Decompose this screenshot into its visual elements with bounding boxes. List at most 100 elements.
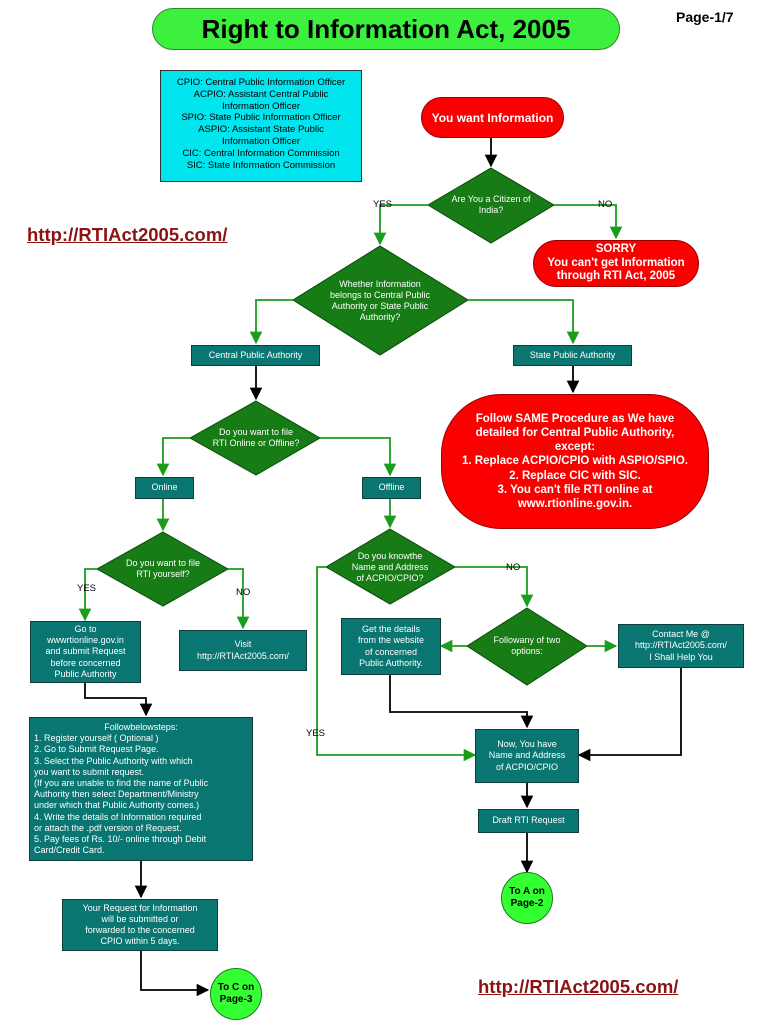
know-question-line: Do you knowthe	[357, 550, 423, 561]
yourself-question: Do you want to file RTI yourself?	[107, 555, 219, 583]
goto-line: and submit Request	[45, 646, 126, 657]
website-link-bottom[interactable]: http://RTIAct2005.com/	[478, 976, 679, 997]
know-question-line: Name and Address	[351, 561, 429, 572]
yourself-question-line: Do you want to file	[125, 558, 201, 568]
same-procedure-line: 1. Replace ACPIO/CPIO with ASPIO/SPIO.	[461, 455, 688, 468]
know-question-line: of ACPIO/CPIO?	[356, 572, 424, 583]
details-line: from the website	[357, 635, 425, 646]
visit-line: http://RTIAct2005.com/	[197, 650, 289, 661]
step-line: you want to submit request.	[34, 766, 145, 777]
contact-line: http://RTIAct2005.com/	[635, 640, 727, 651]
connector-submitted-toc	[140, 951, 210, 997]
offline-box: Offline	[362, 477, 421, 499]
step-line: 1. Register yourself ( Optional )	[34, 733, 159, 744]
belongs-question-line: Whether Information	[339, 279, 421, 289]
connector-know-no	[455, 566, 534, 608]
online-box: Online	[135, 477, 194, 499]
legend-line: ACPIO: Assistant Central Public	[193, 88, 329, 100]
legend-line: CPIO: Central Public Information Officer	[176, 77, 346, 88]
to-a-page-2-connector[interactable]: To A on Page-2	[501, 872, 553, 924]
yourself-decision-diamond	[95, 531, 230, 607]
to-c-line: To C on	[217, 982, 255, 993]
citizen-decision-diamond	[427, 167, 555, 244]
goto-line: Go to	[74, 624, 97, 634]
belongs-question: Whether Information belongs to Central P…	[305, 277, 455, 325]
submitted-line: forwarded to the concerned	[85, 925, 195, 935]
citizen-question-line: India?	[478, 205, 504, 215]
page-title: Right to Information Act, 2005	[152, 8, 620, 50]
follow-any-question: Followany of two options:	[477, 634, 577, 658]
details-line: Public Authority.	[359, 657, 423, 668]
step-line: 4. Write the details of Information requ…	[34, 811, 202, 822]
contact-me-box: Contact Me @ http://RTIAct2005.com/ I Sh…	[618, 624, 744, 668]
contact-line: Contact Me @	[652, 629, 710, 640]
yes-label: YES	[306, 728, 326, 739]
file-mode-question-line: RTI Online or Offline?	[212, 438, 300, 448]
visit-site-box: Visit http://RTIAct2005.com/	[179, 630, 307, 671]
connector-details-now	[389, 675, 534, 729]
file-mode-question: Do you want to file RTI Online or Offlin…	[200, 424, 312, 452]
step-line: (If you are unable to find the name of P…	[34, 778, 209, 789]
same-procedure-line: detailed for Central Public Authority,	[475, 426, 675, 439]
central-authority-box: Central Public Authority	[191, 345, 320, 366]
same-procedure-line: except:	[554, 441, 596, 454]
page-number: Page-1/7	[676, 9, 734, 25]
no-label: NO	[506, 562, 521, 573]
legend-line: Information Officer	[222, 135, 300, 147]
connector-to-online	[156, 437, 190, 477]
connector-yourself-yes	[78, 568, 97, 622]
no-label: NO	[236, 587, 251, 598]
goto-line: before concerned	[50, 657, 121, 668]
website-link-top[interactable]: http://RTIAct2005.com/	[27, 224, 228, 245]
to-a-line: To A on	[509, 886, 545, 897]
step-line: under which that Public Authority comes.…	[34, 800, 200, 811]
connector-to-offline	[320, 437, 397, 477]
abbreviation-legend: CPIO: Central Public Information Officer…	[160, 70, 362, 182]
contact-line: I Shall Help You	[649, 651, 713, 662]
get-details-box: Get the details from the website of conc…	[341, 618, 441, 675]
know-decision-diamond	[325, 528, 457, 605]
legend-line: CIC: Central Information Commission	[182, 147, 340, 159]
now-line: Now, You have	[497, 739, 557, 750]
legend-line: Information Officer	[222, 100, 300, 112]
connector-belongs-central	[249, 299, 293, 345]
draft-request-box: Draft RTI Request	[478, 809, 579, 833]
goto-line: wwwrtionline.gov.in	[47, 635, 124, 646]
yourself-question-line: RTI yourself?	[136, 569, 190, 579]
request-submitted-box: Your Request for Information will be sub…	[62, 899, 218, 951]
belongs-question-line: belongs to Central Public	[329, 290, 431, 300]
citizen-question-line: Are You a Citizen of	[451, 194, 531, 204]
sorry-node: SORRY You can't get Information through …	[533, 240, 699, 287]
to-c-line: Page-3	[219, 994, 253, 1005]
belongs-decision-diamond	[292, 245, 469, 356]
to-a-line: Page-2	[510, 898, 544, 909]
connector-citizen-yes	[373, 204, 428, 246]
legend-line: SIC: State Information Commission	[186, 159, 336, 171]
connector-goto-steps	[84, 683, 153, 717]
step-line: 3. Select the Public Authority with whic…	[34, 755, 193, 766]
know-question: Do you knowthe Name and Address of ACPIO…	[336, 548, 444, 586]
follow-any-line: options:	[511, 646, 543, 656]
connector-contact-now	[577, 668, 682, 762]
same-procedure-line: 3. You can't file RTI online at	[497, 483, 653, 496]
now-line: Name and Address	[488, 750, 566, 761]
follow-any-line: Followany of two	[493, 635, 561, 645]
same-procedure-line: Follow SAME Procedure as We have	[475, 412, 675, 425]
file-mode-decision-diamond	[188, 400, 321, 476]
start-node: You want Information	[421, 97, 564, 138]
green-connectors	[78, 204, 623, 762]
same-procedure-line: 2. Replace CIC with SIC.	[509, 469, 641, 482]
step-line: Card/Credit Card.	[34, 845, 105, 856]
now-you-have-box: Now, You have Name and Address of ACPIO/…	[475, 729, 579, 783]
to-c-page-3-connector[interactable]: To C on Page-3	[210, 968, 262, 1020]
belongs-question-line: Authority or State Public	[331, 301, 429, 311]
connector-know-yes	[316, 566, 477, 762]
yes-label: YES	[373, 199, 393, 210]
step-line: or attach the .pdf version of Request.	[34, 822, 182, 833]
step-line: Authority then select Department/Ministr…	[34, 789, 199, 800]
follow-any-decision-diamond	[466, 607, 588, 686]
submitted-line: CPIO within 5 days.	[100, 936, 180, 947]
details-line: of concerned	[364, 646, 418, 657]
submitted-line: Your Request for Information	[82, 902, 198, 913]
sorry-line: SORRY	[595, 243, 637, 256]
